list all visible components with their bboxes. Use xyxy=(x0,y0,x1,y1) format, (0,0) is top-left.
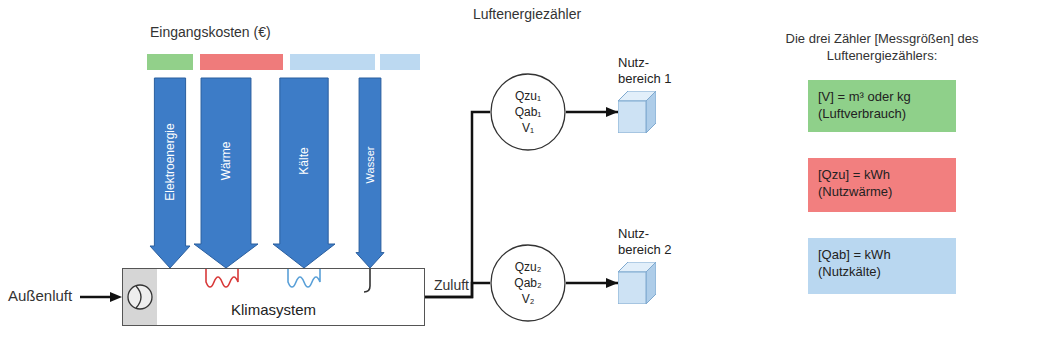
node-text: V₁ xyxy=(490,120,566,136)
energy-arrow: Elektroenergie xyxy=(150,78,190,268)
zone-cube: Nutz- bereich 2 xyxy=(618,226,682,304)
cooling-coil xyxy=(288,269,320,287)
air-duct-line xyxy=(566,282,618,285)
air-duct-line xyxy=(425,112,490,297)
fan-band xyxy=(123,269,157,325)
cube-icon xyxy=(618,262,656,304)
node-text: Qzu₁ xyxy=(490,88,566,104)
fan-symbol xyxy=(128,285,152,309)
legend-text: [Qzu] = kWh (Nutzwärme) xyxy=(818,166,946,200)
energy-arrow: Wärme xyxy=(194,78,258,268)
node-text: Wasser xyxy=(364,147,377,184)
zone-cube: Nutz- bereich 1 xyxy=(618,55,682,133)
node-text: Klimasystem xyxy=(231,301,316,318)
system-box: Klimasystem xyxy=(122,268,425,326)
arrow-outline xyxy=(356,78,384,268)
node-text: Nutz- bereich 1 xyxy=(618,55,682,87)
cost-bar xyxy=(200,54,283,70)
cube-front xyxy=(618,272,646,304)
air-inlet-head xyxy=(110,292,122,302)
node-text: Kälte xyxy=(298,147,311,174)
heating-coil xyxy=(206,269,238,287)
cost-bar xyxy=(290,54,375,70)
edge-label: Zuluft xyxy=(434,277,469,293)
legend-box: [Qzu] = kWh (Nutzwärme) xyxy=(808,158,956,212)
fan-blade xyxy=(136,286,141,308)
cube-icon xyxy=(618,91,656,133)
meter-ellipse: Qzu₁Qab₁V₁ xyxy=(490,73,566,151)
air-duct-line xyxy=(566,111,618,114)
node-text: Wärme xyxy=(220,142,233,181)
node-text: Elektroenergie xyxy=(164,123,177,200)
meter-texts: Qzu₁Qab₁V₁ xyxy=(490,88,566,136)
arrow-outline xyxy=(273,78,335,268)
meter-outline xyxy=(491,74,565,150)
cost-bar xyxy=(380,54,420,70)
arrow-outline xyxy=(194,78,258,268)
inlet-label: Außenluft xyxy=(8,287,78,304)
cost-bar xyxy=(147,54,193,70)
node-text: Qab₁ xyxy=(490,104,566,120)
energy-arrow: Kälte xyxy=(273,78,335,268)
meter-outline xyxy=(491,245,565,321)
node-text: Nutz- bereich 2 xyxy=(618,226,682,258)
node-text: V₂ xyxy=(490,291,566,307)
meter-texts: Qzu₂Qab₂V₂ xyxy=(490,259,566,307)
air-inlet-line xyxy=(80,296,112,299)
node-text: Qab₂ xyxy=(490,275,566,291)
legend-text: [Qab] = kWh (Nutzkälte) xyxy=(818,246,946,280)
cube-side xyxy=(646,91,656,133)
node-text: Qzu₂ xyxy=(490,259,566,275)
meter-heading: Luftenergiezähler xyxy=(462,6,592,23)
legend-heading: Die drei Zähler [Messgrößen] des Luftene… xyxy=(782,30,982,64)
cost-heading: Eingangskosten (€) xyxy=(150,24,310,41)
energy-arrow: Wasser xyxy=(356,78,384,268)
arrow-outline xyxy=(150,78,190,268)
legend-box: [Qab] = kWh (Nutzkälte) xyxy=(808,238,956,294)
legend-text: [V] = m³ oder kg (Luftverbrauch) xyxy=(818,88,946,122)
meter-ellipse: Qzu₂Qab₂V₂ xyxy=(490,244,566,322)
legend-box: [V] = m³ oder kg (Luftverbrauch) xyxy=(808,80,956,132)
cube-side xyxy=(646,262,656,304)
water-nozzle xyxy=(364,269,370,292)
cube-front xyxy=(618,101,646,133)
